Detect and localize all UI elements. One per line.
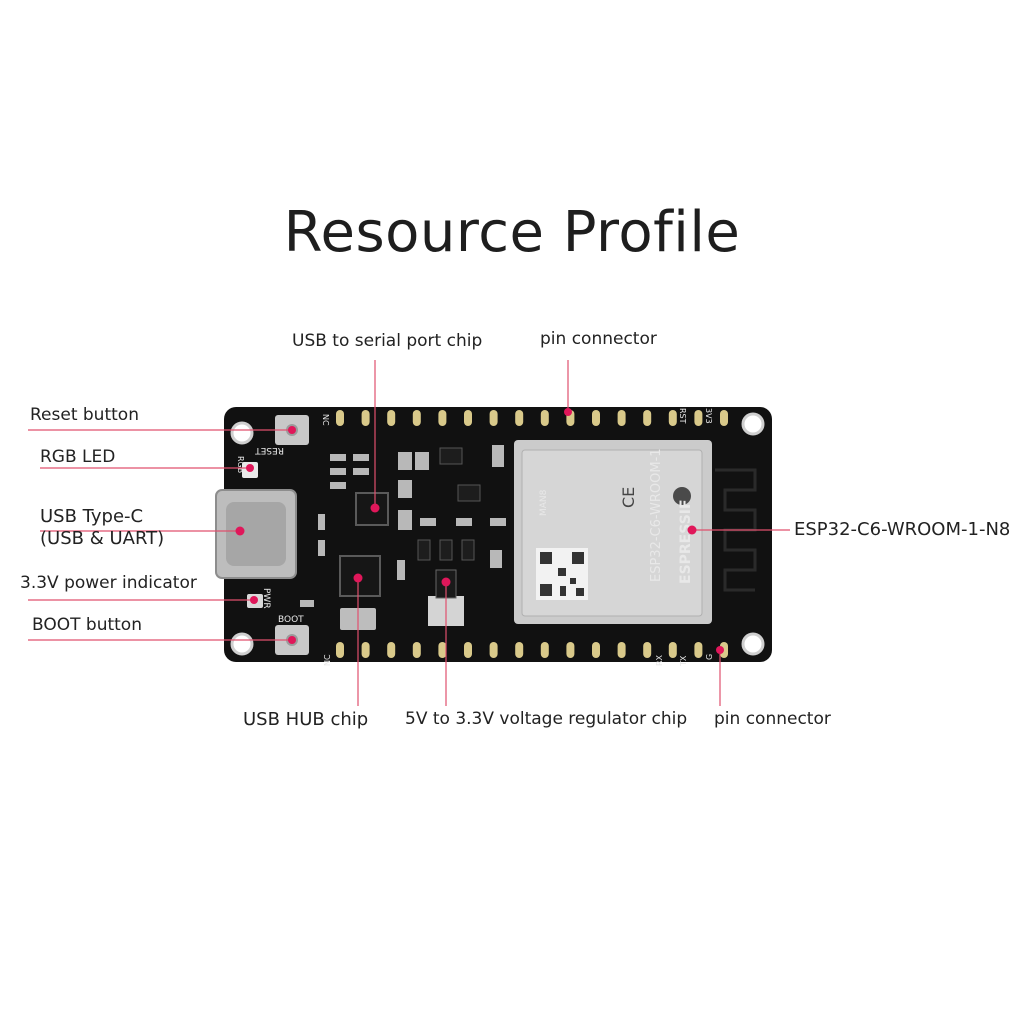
passive-components [300, 445, 506, 607]
label-reset-button: Reset button [30, 405, 139, 425]
label-usb-serial-chip: USB to serial port chip [292, 331, 483, 351]
pin-pad [336, 410, 344, 426]
silk-boot: BOOT [278, 615, 304, 625]
pin-pad [592, 410, 600, 426]
transistors [417, 447, 481, 561]
ce-mark-icon: CE [619, 487, 638, 508]
indicator-dots [235, 408, 724, 654]
silk-rgb: RGB [236, 456, 245, 473]
label-power-indicator: 3.3V power indicator [20, 573, 197, 593]
espressif-logo-icon [673, 487, 691, 505]
pin-pad [464, 410, 472, 426]
label-pin-connector-bottom: pin connector [714, 709, 831, 729]
pin-pad [438, 642, 447, 658]
silk-3v3: 3V3 [704, 408, 713, 424]
qr-code [536, 548, 588, 600]
pin-pad [540, 410, 549, 426]
pin-pad [361, 410, 370, 426]
label-usb-hub-chip: USB HUB chip [243, 709, 369, 730]
pin-pad [694, 410, 703, 426]
esp-module: ESPRESSIF ESP32-C6-WROOM-1 MAN8 CE [514, 440, 712, 624]
pin-pad [412, 642, 421, 658]
label-boot-button: BOOT button [32, 615, 142, 635]
mounting-holes [230, 412, 765, 656]
leader-lines [28, 360, 790, 706]
module-brand: ESPRESSIF [678, 499, 694, 584]
pin-pad [668, 642, 677, 658]
pin-pad [489, 642, 498, 658]
pin-pad [464, 642, 472, 658]
silk-g: G [705, 654, 714, 660]
silk-tx: TX [679, 655, 688, 667]
pin-pad [617, 410, 626, 426]
silk-pwr: PWR [261, 588, 271, 609]
pin-pad [387, 410, 396, 426]
module-name: ESP32-C6-WROOM-1 [649, 448, 664, 582]
silk-reset: RESET [255, 445, 284, 455]
silk-nc-top: NC [321, 414, 330, 426]
pin-pad [412, 410, 421, 426]
pin-pad [566, 642, 575, 658]
pin-pad [694, 642, 703, 658]
silk-rst: RST [678, 408, 687, 424]
pin-pad [438, 410, 447, 426]
module-variant: MAN8 [539, 489, 549, 516]
label-rgb-led: RGB LED [40, 447, 116, 467]
page-title: Resource Profile [283, 200, 741, 265]
pin-pad [336, 642, 344, 658]
pin-pad [361, 642, 370, 658]
pin-pad [540, 642, 549, 658]
pin-pad [592, 642, 600, 658]
pin-pad [720, 410, 728, 426]
silk-nc-bottom: NC [323, 654, 332, 666]
label-usb-type-c: USB Type-C (USB & UART) [40, 506, 165, 549]
top-pin-header [336, 410, 728, 426]
pin-pad [617, 642, 626, 658]
pin-pad [515, 642, 524, 658]
pin-pad [668, 410, 677, 426]
pin-pad [489, 410, 498, 426]
silk-rx: RX [655, 654, 664, 666]
pin-pad [643, 410, 652, 426]
pin-pad [387, 642, 396, 658]
bottom-pin-header [336, 642, 728, 658]
label-regulator-chip: 5V to 3.3V voltage regulator chip [405, 709, 688, 729]
pin-pad [643, 642, 652, 658]
usb-c-connector [215, 489, 297, 579]
pin-pad [515, 410, 524, 426]
label-esp-module: ESP32-C6-WROOM-1-N8 [794, 519, 1011, 540]
label-pin-connector-top: pin connector [540, 329, 657, 349]
